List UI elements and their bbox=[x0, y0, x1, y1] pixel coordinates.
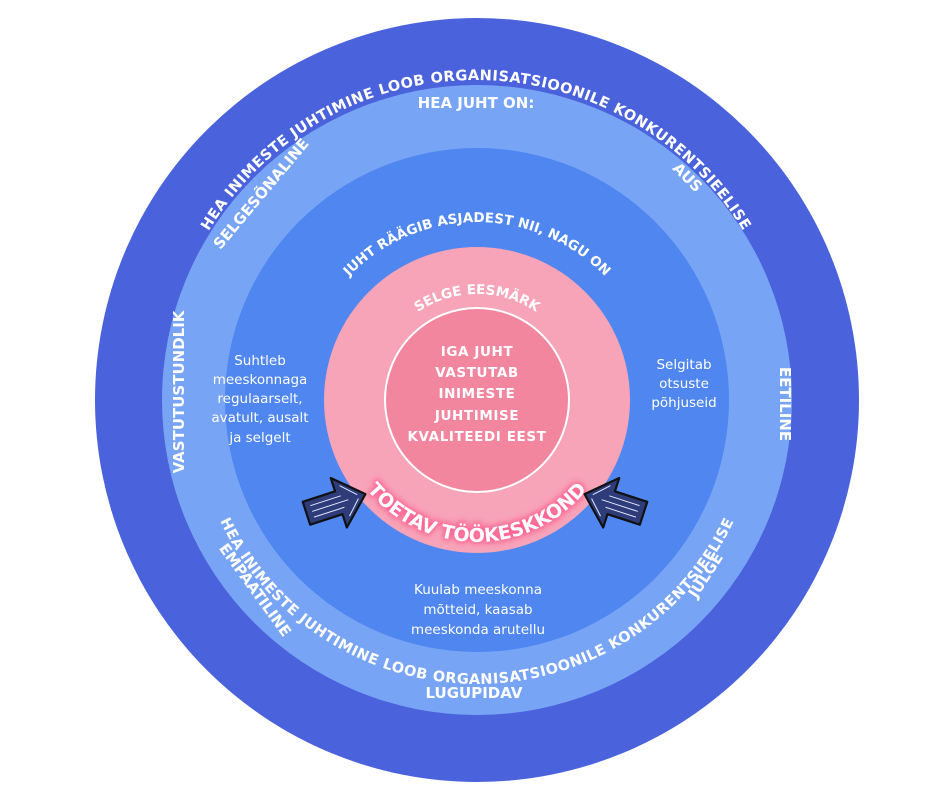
arrow-up-left-icon bbox=[583, 476, 649, 529]
core-line: INIMESTE bbox=[439, 386, 516, 402]
core-line: VASTUTAB bbox=[435, 365, 519, 381]
right-line: Selgitab bbox=[656, 357, 711, 373]
core-statement: IGA JUHT VASTUTAB INIMESTE JUHTIMISE KVA… bbox=[407, 344, 546, 445]
left-line: Suhtleb bbox=[234, 353, 286, 369]
trait-vastutustundlik: VASTUTUSTUNDLIK bbox=[170, 309, 188, 473]
right-description: Selgitab otsuste põhjuseid bbox=[651, 357, 716, 411]
bottom-description: Kuulab meeskonna mõtteid, kaasab meeskon… bbox=[411, 582, 545, 638]
bottom-line: Kuulab meeskonna bbox=[414, 582, 542, 598]
right-line: põhjuseid bbox=[651, 395, 716, 411]
right-line: otsuste bbox=[659, 376, 709, 392]
left-description: Suhtleb meeskonnaga regulaarselt, avatul… bbox=[211, 353, 308, 446]
second-ring-title: HEA JUHT ON: bbox=[418, 94, 535, 112]
left-line: ja selgelt bbox=[228, 430, 290, 446]
trait-lugupidav: LUGUPIDAV bbox=[426, 684, 523, 702]
bottom-line: meeskonda arutellu bbox=[411, 622, 545, 638]
core-line: JUHTIMISE bbox=[434, 408, 519, 424]
pink-core bbox=[384, 307, 570, 493]
left-line: meeskonnaga bbox=[213, 372, 308, 388]
trait-eetiline: EETILINE bbox=[776, 367, 794, 441]
core-line: IGA JUHT bbox=[441, 344, 514, 360]
left-line: regulaarselt, bbox=[217, 391, 302, 407]
core-line: KVALITEEDI EEST bbox=[407, 429, 546, 445]
arrow-up-right-icon bbox=[301, 476, 367, 529]
left-line: avatult, ausalt bbox=[211, 410, 308, 426]
bottom-line: mõtteid, kaasab bbox=[423, 602, 532, 618]
